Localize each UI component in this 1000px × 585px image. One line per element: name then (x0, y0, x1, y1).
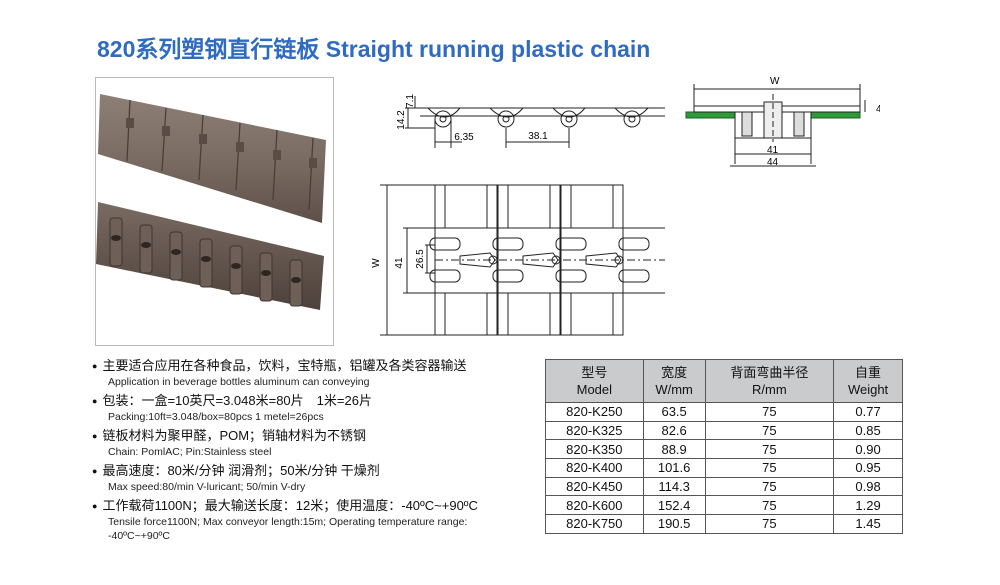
cell-model: 820-K250 (545, 402, 644, 422)
bullet-en: Max speed:80/min V-luricant; 50/min V-dr… (108, 481, 306, 493)
page-title: 820系列塑钢直行链板 Straight running plastic cha… (97, 36, 651, 62)
list-item: 包装：一盒=10英尺=3.048米=80片 1米=26片 Packing:10f… (92, 393, 532, 424)
cell-model: 820-K400 (545, 458, 644, 478)
cell-weight: 0.77 (833, 402, 903, 422)
dim-end-w: W (770, 76, 780, 87)
cell-weight: 0.95 (833, 458, 903, 478)
bullet-en: Chain: PomlAC; Pin:Stainless steel (108, 446, 272, 458)
list-item: 链板材料为聚甲醛，POM；销轴材料为不锈钢 Chain: PomlAC; Pin… (92, 428, 532, 459)
cell-width: 114.3 (642, 476, 706, 497)
cell-radius: 75 (704, 495, 835, 516)
dim-end-outer: 44 (767, 157, 779, 168)
list-item: 最高速度：80米/分钟 润滑剂；50米/分钟 干燥剂 Max speed:80/… (92, 463, 532, 494)
bullet-en: Application in beverage bottles aluminum… (108, 376, 370, 388)
cell-width: 88.9 (642, 439, 706, 460)
dim-end-thk: 4 (876, 104, 880, 115)
bullet-cn: 工作载荷1100N；最大输送长度：12米；使用温度：-40ºC~+90ºC (92, 498, 532, 515)
cell-model: 820-K450 (545, 476, 644, 497)
bullet-cn: 包装：一盒=10英尺=3.048米=80片 1米=26片 (92, 393, 532, 410)
bullet-en: Packing:10ft=3.048/box=80pcs 1 metel=26p… (108, 411, 324, 423)
bullet-en: Tensile force1100N; Max conveyor length:… (108, 516, 468, 542)
chain-photo-image (96, 94, 326, 310)
dim-top-center: 26.5 (415, 249, 426, 269)
cell-width: 101.6 (642, 458, 706, 478)
bullet-cn: 最高速度：80米/分钟 润滑剂；50米/分钟 干燥剂 (92, 463, 532, 480)
product-photo (95, 77, 334, 346)
cell-model: 820-K350 (545, 439, 644, 460)
wear-strip-left (685, 111, 739, 119)
dim-top-w: W (371, 258, 382, 268)
cell-width: 63.5 (642, 402, 706, 422)
dim-side-pitch: 38.1 (528, 131, 548, 142)
cell-radius: 75 (704, 402, 835, 422)
wear-strip-right (807, 111, 861, 119)
list-item: 主要适合应用在各种食品，饮料，宝特瓶，铝罐及各类容器输送 Application… (92, 358, 532, 389)
cell-weight: 0.98 (833, 476, 903, 497)
cell-radius: 75 (704, 439, 835, 460)
cell-model: 820-K325 (545, 420, 644, 441)
cell-width: 190.5 (642, 514, 706, 534)
bullet-cn: 主要适合应用在各种食品，饮料，宝特瓶，铝罐及各类容器输送 (92, 358, 532, 375)
cell-weight: 0.90 (833, 439, 903, 460)
cell-radius: 75 (704, 458, 835, 478)
cell-radius: 75 (704, 476, 835, 497)
cell-width: 152.4 (642, 495, 706, 516)
cell-radius: 75 (704, 420, 835, 441)
dim-top-inner: 41 (394, 257, 405, 269)
top-view-drawing: W 41 26.5 (371, 184, 665, 336)
dim-side-h1: 7.1 (405, 94, 416, 108)
cell-model: 820-K600 (545, 495, 644, 516)
cell-weight: 1.29 (833, 495, 903, 516)
end-view-drawing: W 4 41 44 (685, 76, 880, 168)
dim-side-h2: 14.2 (396, 110, 407, 130)
feature-list: 主要适合应用在各种食品，饮料，宝特瓶，铝罐及各类容器输送 Application… (92, 358, 532, 547)
dim-end-inner: 41 (767, 145, 779, 156)
cell-weight: 1.45 (833, 514, 903, 534)
list-item: 工作载荷1100N；最大输送长度：12米；使用温度：-40ºC~+90ºC Te… (92, 498, 532, 543)
cell-model: 820-K750 (545, 514, 644, 534)
side-view-drawing: 7.1 14.2 6.35 38.1 (396, 94, 665, 148)
cell-radius: 75 (704, 514, 835, 534)
dim-side-pin: 6.35 (454, 132, 474, 143)
cell-weight: 0.85 (833, 420, 903, 441)
cell-width: 82.6 (642, 420, 706, 441)
bullet-cn: 链板材料为聚甲醛，POM；销轴材料为不锈钢 (92, 428, 532, 445)
